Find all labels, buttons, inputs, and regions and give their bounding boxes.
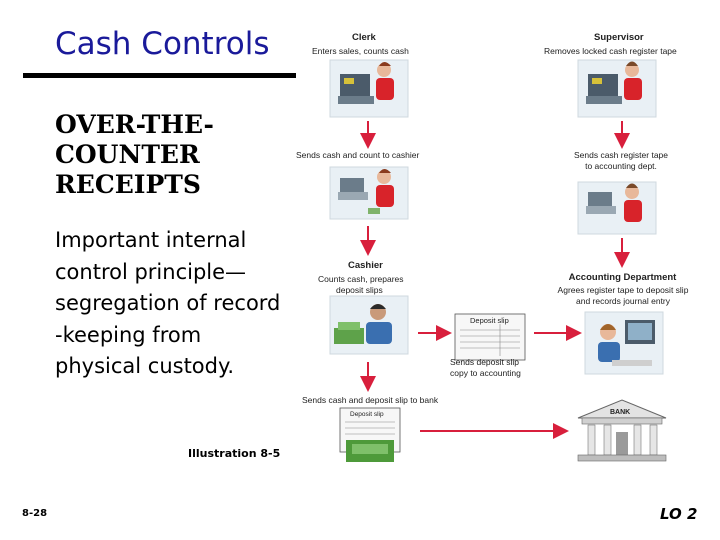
principle-line: Important internal [55,228,247,252]
principle-line: physical custody. [55,354,235,378]
cashier-description: Counts cash, prepares deposit slips [318,274,404,295]
principle-line: segregation of record [55,291,281,315]
supervisor-tape-icon [577,181,657,235]
principle-line: control principle— [55,259,247,284]
supervisor-description: Removes locked cash register tape [544,46,677,56]
supervisor-title: Supervisor [594,32,644,43]
section-heading: OVER-THE- COUNTER RECEIPTS [55,110,214,200]
slide-title: Cash Controls [55,26,270,62]
section-heading-line: RECEIPTS [55,170,201,199]
deposit-slip-small-label: Deposit slip [350,411,384,418]
clerk-counting-icon [329,166,409,220]
title-underline [23,73,296,78]
bank-label: BANK [610,409,631,416]
section-heading-line: OVER-THE- [55,110,214,139]
accounting-clerk-icon [584,311,664,375]
cashier-title: Cashier [348,260,383,271]
clerk-register-icon [329,59,409,118]
slide-number: 8-28 [22,508,48,519]
illustration-caption: Illustration 8-5 [188,447,281,460]
cashier-icon [329,295,409,355]
deposit-slip-icon [454,313,526,361]
section-heading-line: COUNTER [55,140,200,169]
clerk-title: Clerk [352,32,376,43]
bank-icon [577,399,667,462]
send-slip-copy-label: Sends deposit slip copy to accounting [450,357,521,378]
deposit-and-cash-icon [339,407,401,462]
send-cash-count-label: Sends cash and count to cashier [296,150,420,160]
clerk-description: Enters sales, counts cash [312,46,409,56]
send-tape-label: Sends cash register tape to accounting d… [573,150,669,171]
send-bank-label: Sends cash and deposit slip to bank [302,395,439,405]
supervisor-register-icon [577,59,657,118]
principle-line: -keeping from [55,322,202,347]
principle-text: Important internal control principle— se… [55,225,280,383]
accounting-title: Accounting Department [568,272,677,283]
accounting-description: Agrees register tape to deposit slip and… [557,285,689,306]
deposit-slip-label: Deposit slip [470,316,509,325]
learning-objective: LO 2 [660,505,698,523]
